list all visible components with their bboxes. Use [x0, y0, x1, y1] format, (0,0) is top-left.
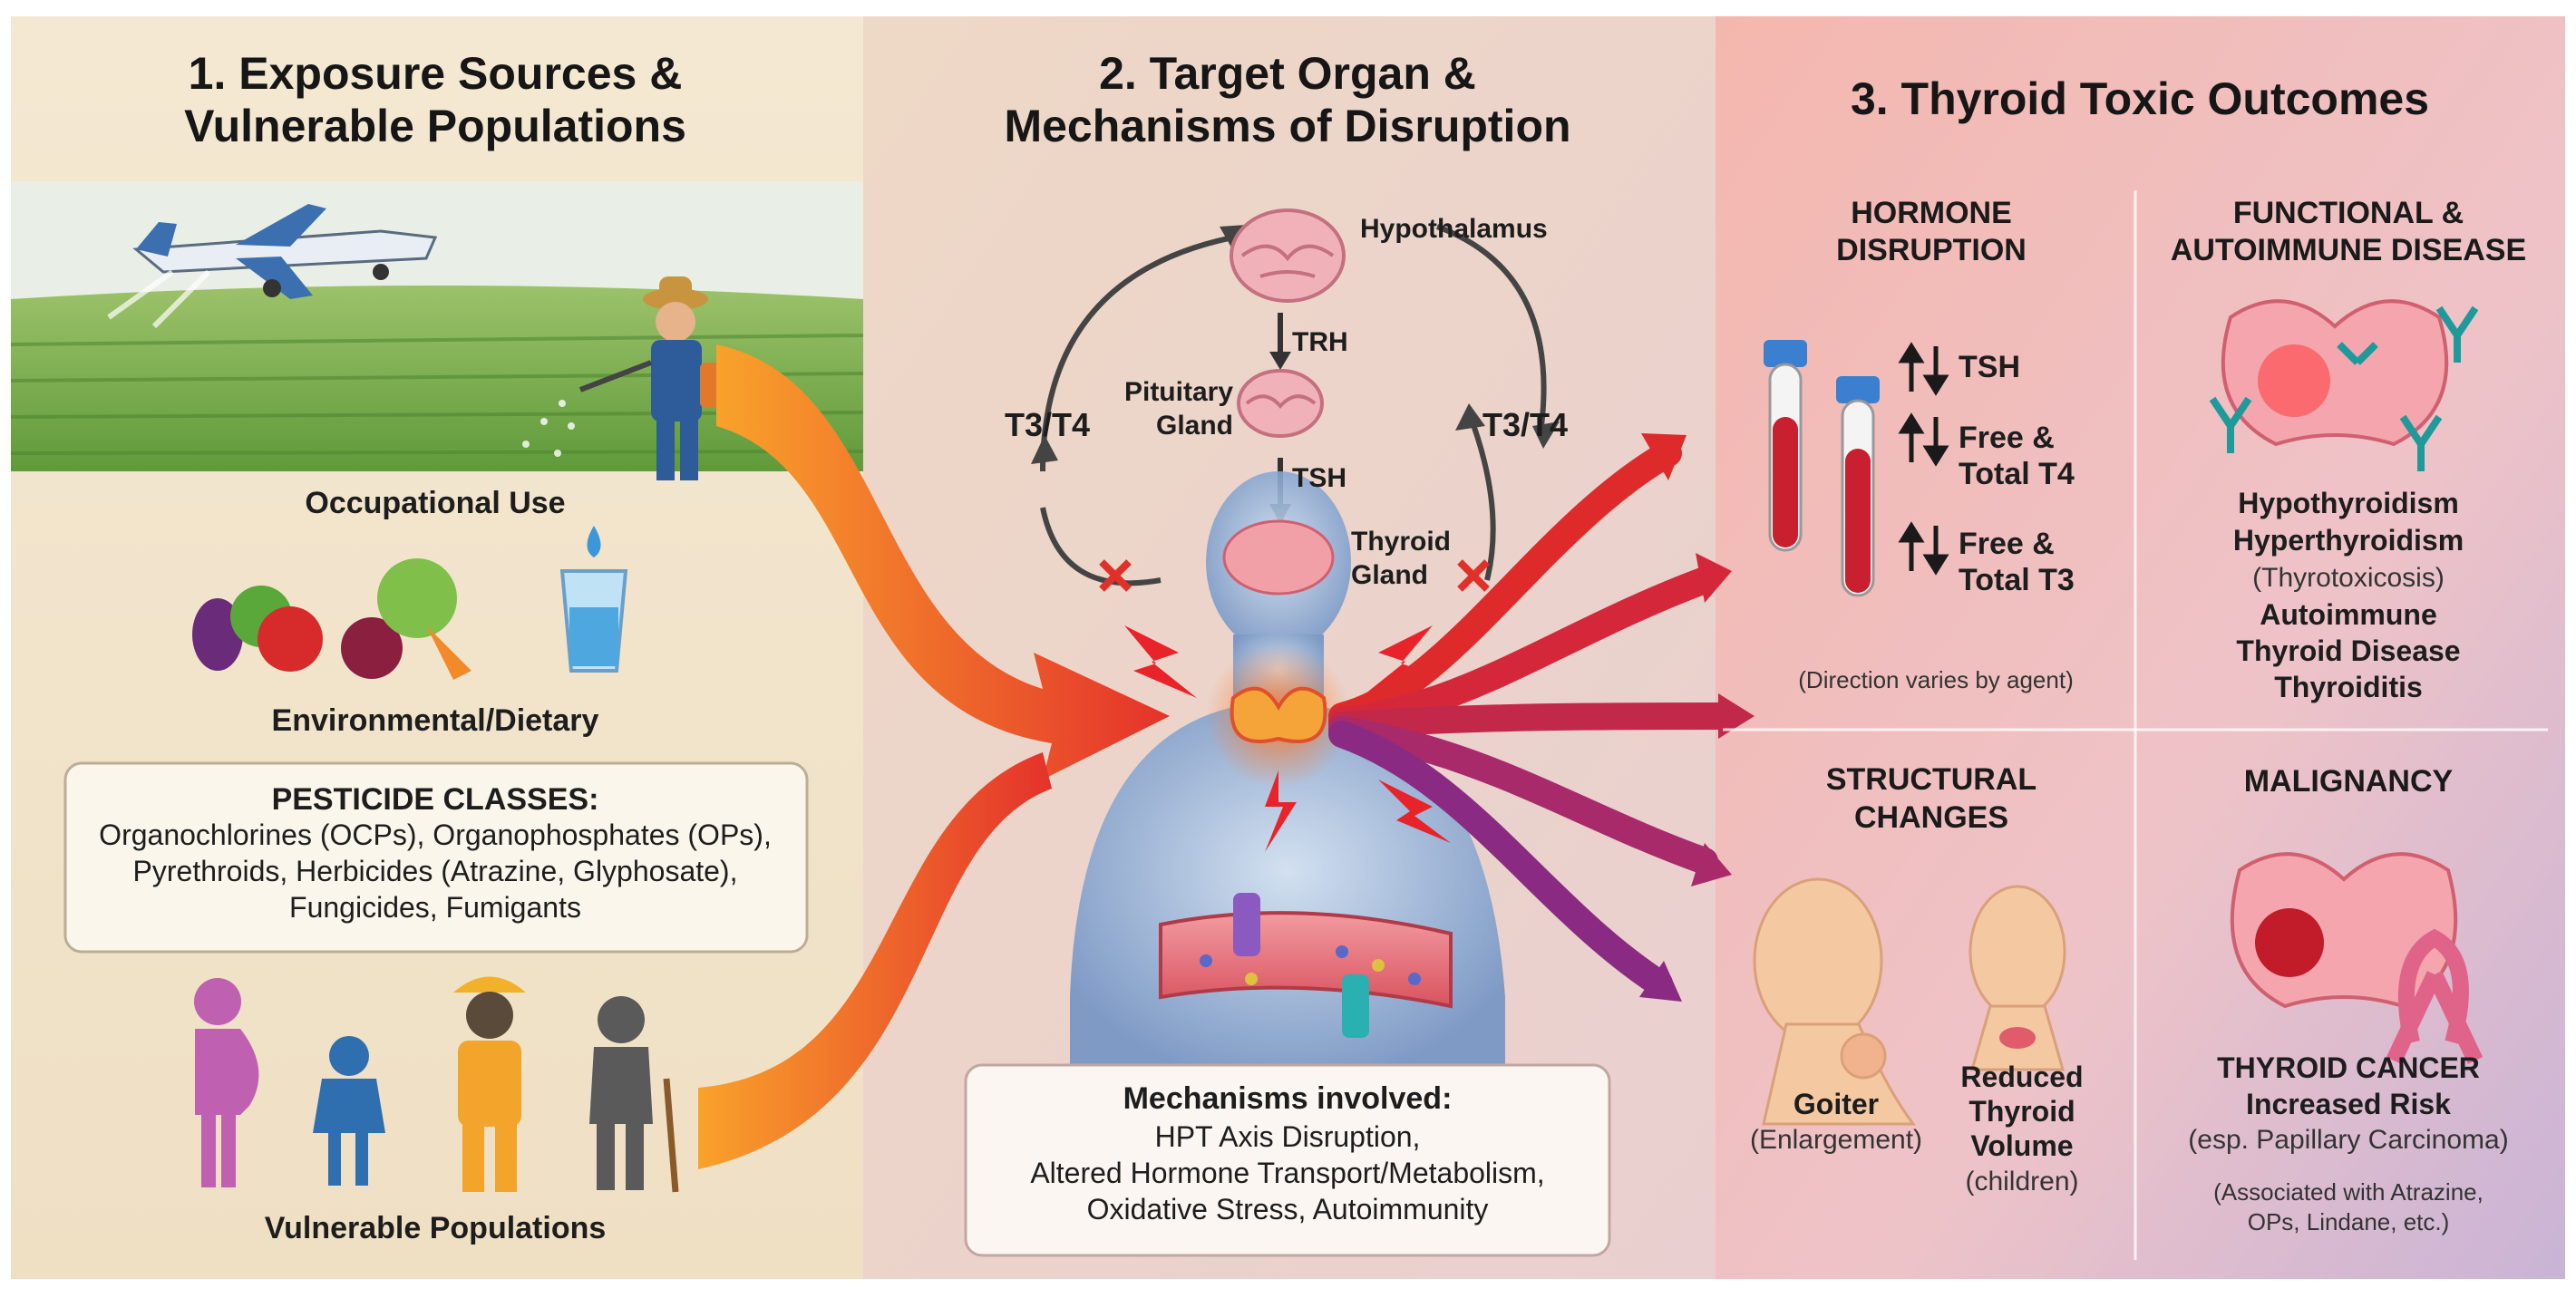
- functional-item-3-line-2: Thyroid Disease: [2236, 634, 2461, 667]
- associated-line-1: (Associated with Atrazine,: [2213, 1178, 2484, 1206]
- panel-3-title: 3. Thyroid Toxic Outcomes: [1850, 73, 2430, 124]
- feedback-right-label: T3/T4: [1482, 406, 1569, 443]
- pituitary-label-2: Gland: [1155, 411, 1233, 441]
- pesticide-line-2: Pyrethroids, Herbicides (Atrazine, Glyph…: [132, 855, 738, 887]
- goiter-label: Goiter: [1793, 1088, 1880, 1120]
- antibody-icon: [2209, 305, 2479, 471]
- trh-label: TRH: [1292, 327, 1348, 357]
- structural-title-1: STRUCTURAL: [1825, 762, 2037, 797]
- reduced-line-3: Volume: [1970, 1129, 2074, 1162]
- cancer-label: THYROID CANCER: [2217, 1051, 2480, 1084]
- airplane-icon: [107, 204, 438, 329]
- pesticide-line-3: Fungicides, Fumigants: [289, 891, 581, 924]
- malignancy-title: MALIGNANCY: [2243, 764, 2454, 799]
- elderly-icon: [589, 996, 679, 1193]
- panel-2-title-line-2: Mechanisms of Disruption: [1004, 101, 1571, 151]
- thyroid-icon: [1206, 519, 1351, 789]
- reduced-line-2: Thyroid: [1968, 1095, 2075, 1128]
- child-icon: [313, 1036, 385, 1186]
- thyroid-label-2: Gland: [1351, 560, 1429, 590]
- functional-item-1: Hypothyroidism: [2238, 487, 2459, 519]
- functional-item-2-sub: (Thyrotoxicosis): [2252, 563, 2445, 593]
- risk-label: Increased Risk: [2246, 1088, 2451, 1120]
- hormone-t3-line-1: Free &: [1959, 527, 2055, 561]
- brain-icon: [1230, 208, 1346, 438]
- hormone-title-1: HORMONE: [1851, 196, 2012, 230]
- structural-title-2: CHANGES: [1853, 800, 2009, 835]
- thyroid-icon: [2230, 852, 2458, 1009]
- mechanisms-heading: Mechanisms involved:: [1123, 1081, 1453, 1116]
- thyroid-label-1: Thyroid: [1351, 527, 1451, 557]
- vulnerable-label: Vulnerable Populations: [264, 1211, 607, 1245]
- mechanisms-line-3: Oxidative Stress, Autoimmunity: [1086, 1193, 1489, 1225]
- associated-line-2: OPs, Lindane, etc.): [2247, 1208, 2450, 1235]
- vegetables-icon: [192, 558, 471, 680]
- panel-1-title-line-1: 1. Exposure Sources &: [188, 48, 683, 99]
- hormone-t4-line-2: Total T4: [1959, 457, 2075, 491]
- environmental-label: Environmental/Dietary: [271, 703, 599, 738]
- functional-item-2: Hyperthyroidism: [2232, 524, 2464, 557]
- hormone-tsh: TSH: [1959, 350, 2020, 384]
- hormone-t3-line-2: Total T3: [1959, 563, 2075, 597]
- worker-icon: [453, 976, 526, 1192]
- reduced-sub: (children): [1965, 1167, 2079, 1196]
- occupational-label: Occupational Use: [305, 486, 566, 520]
- mechanisms-line-1: HPT Axis Disruption,: [1154, 1120, 1421, 1153]
- farmer-icon: [522, 276, 724, 480]
- hypothalamus-label: Hypothalamus: [1360, 214, 1548, 244]
- blood-tube-icon: [1764, 340, 1880, 597]
- water-glass-icon: [559, 526, 628, 673]
- functional-item-3-line-1: Autoimmune: [2260, 598, 2437, 631]
- hormone-t4-line-1: Free &: [1959, 421, 2055, 455]
- thyroid-icon: [2221, 299, 2449, 447]
- functional-title-1: FUNCTIONAL &: [2232, 196, 2464, 230]
- functional-item-4: Thyroiditis: [2274, 671, 2423, 703]
- reduced-line-1: Reduced: [1960, 1061, 2084, 1093]
- hormone-note: (Direction varies by agent): [1798, 666, 2074, 693]
- ribbon-icon: [2386, 928, 2484, 1064]
- functional-title-2: AUTOIMMUNE DISEASE: [2170, 233, 2527, 267]
- pesticide-line-1: Organochlorines (OCPs), Organophosphates…: [99, 819, 772, 851]
- x-mark-icon: [1099, 559, 1490, 592]
- pregnant-woman-icon: [194, 978, 259, 1187]
- panel-1-title-line-2: Vulnerable Populations: [184, 101, 686, 151]
- pituitary-label-1: Pituitary: [1123, 377, 1233, 407]
- tsh-label: TSH: [1292, 463, 1346, 493]
- goiter-sub: (Enlargement): [1749, 1125, 1923, 1155]
- papillary-label: (esp. Papillary Carcinoma): [2188, 1125, 2509, 1155]
- hormone-title-2: DISRUPTION: [1836, 233, 2027, 267]
- mechanisms-line-2: Altered Hormone Transport/Metabolism,: [1030, 1157, 1545, 1189]
- feedback-left-label: T3/T4: [1005, 406, 1091, 443]
- pesticide-heading: PESTICIDE CLASSES:: [271, 782, 599, 817]
- lightning-icon: [1124, 625, 1451, 852]
- panel-2-title-line-1: 2. Target Organ &: [1099, 48, 1476, 99]
